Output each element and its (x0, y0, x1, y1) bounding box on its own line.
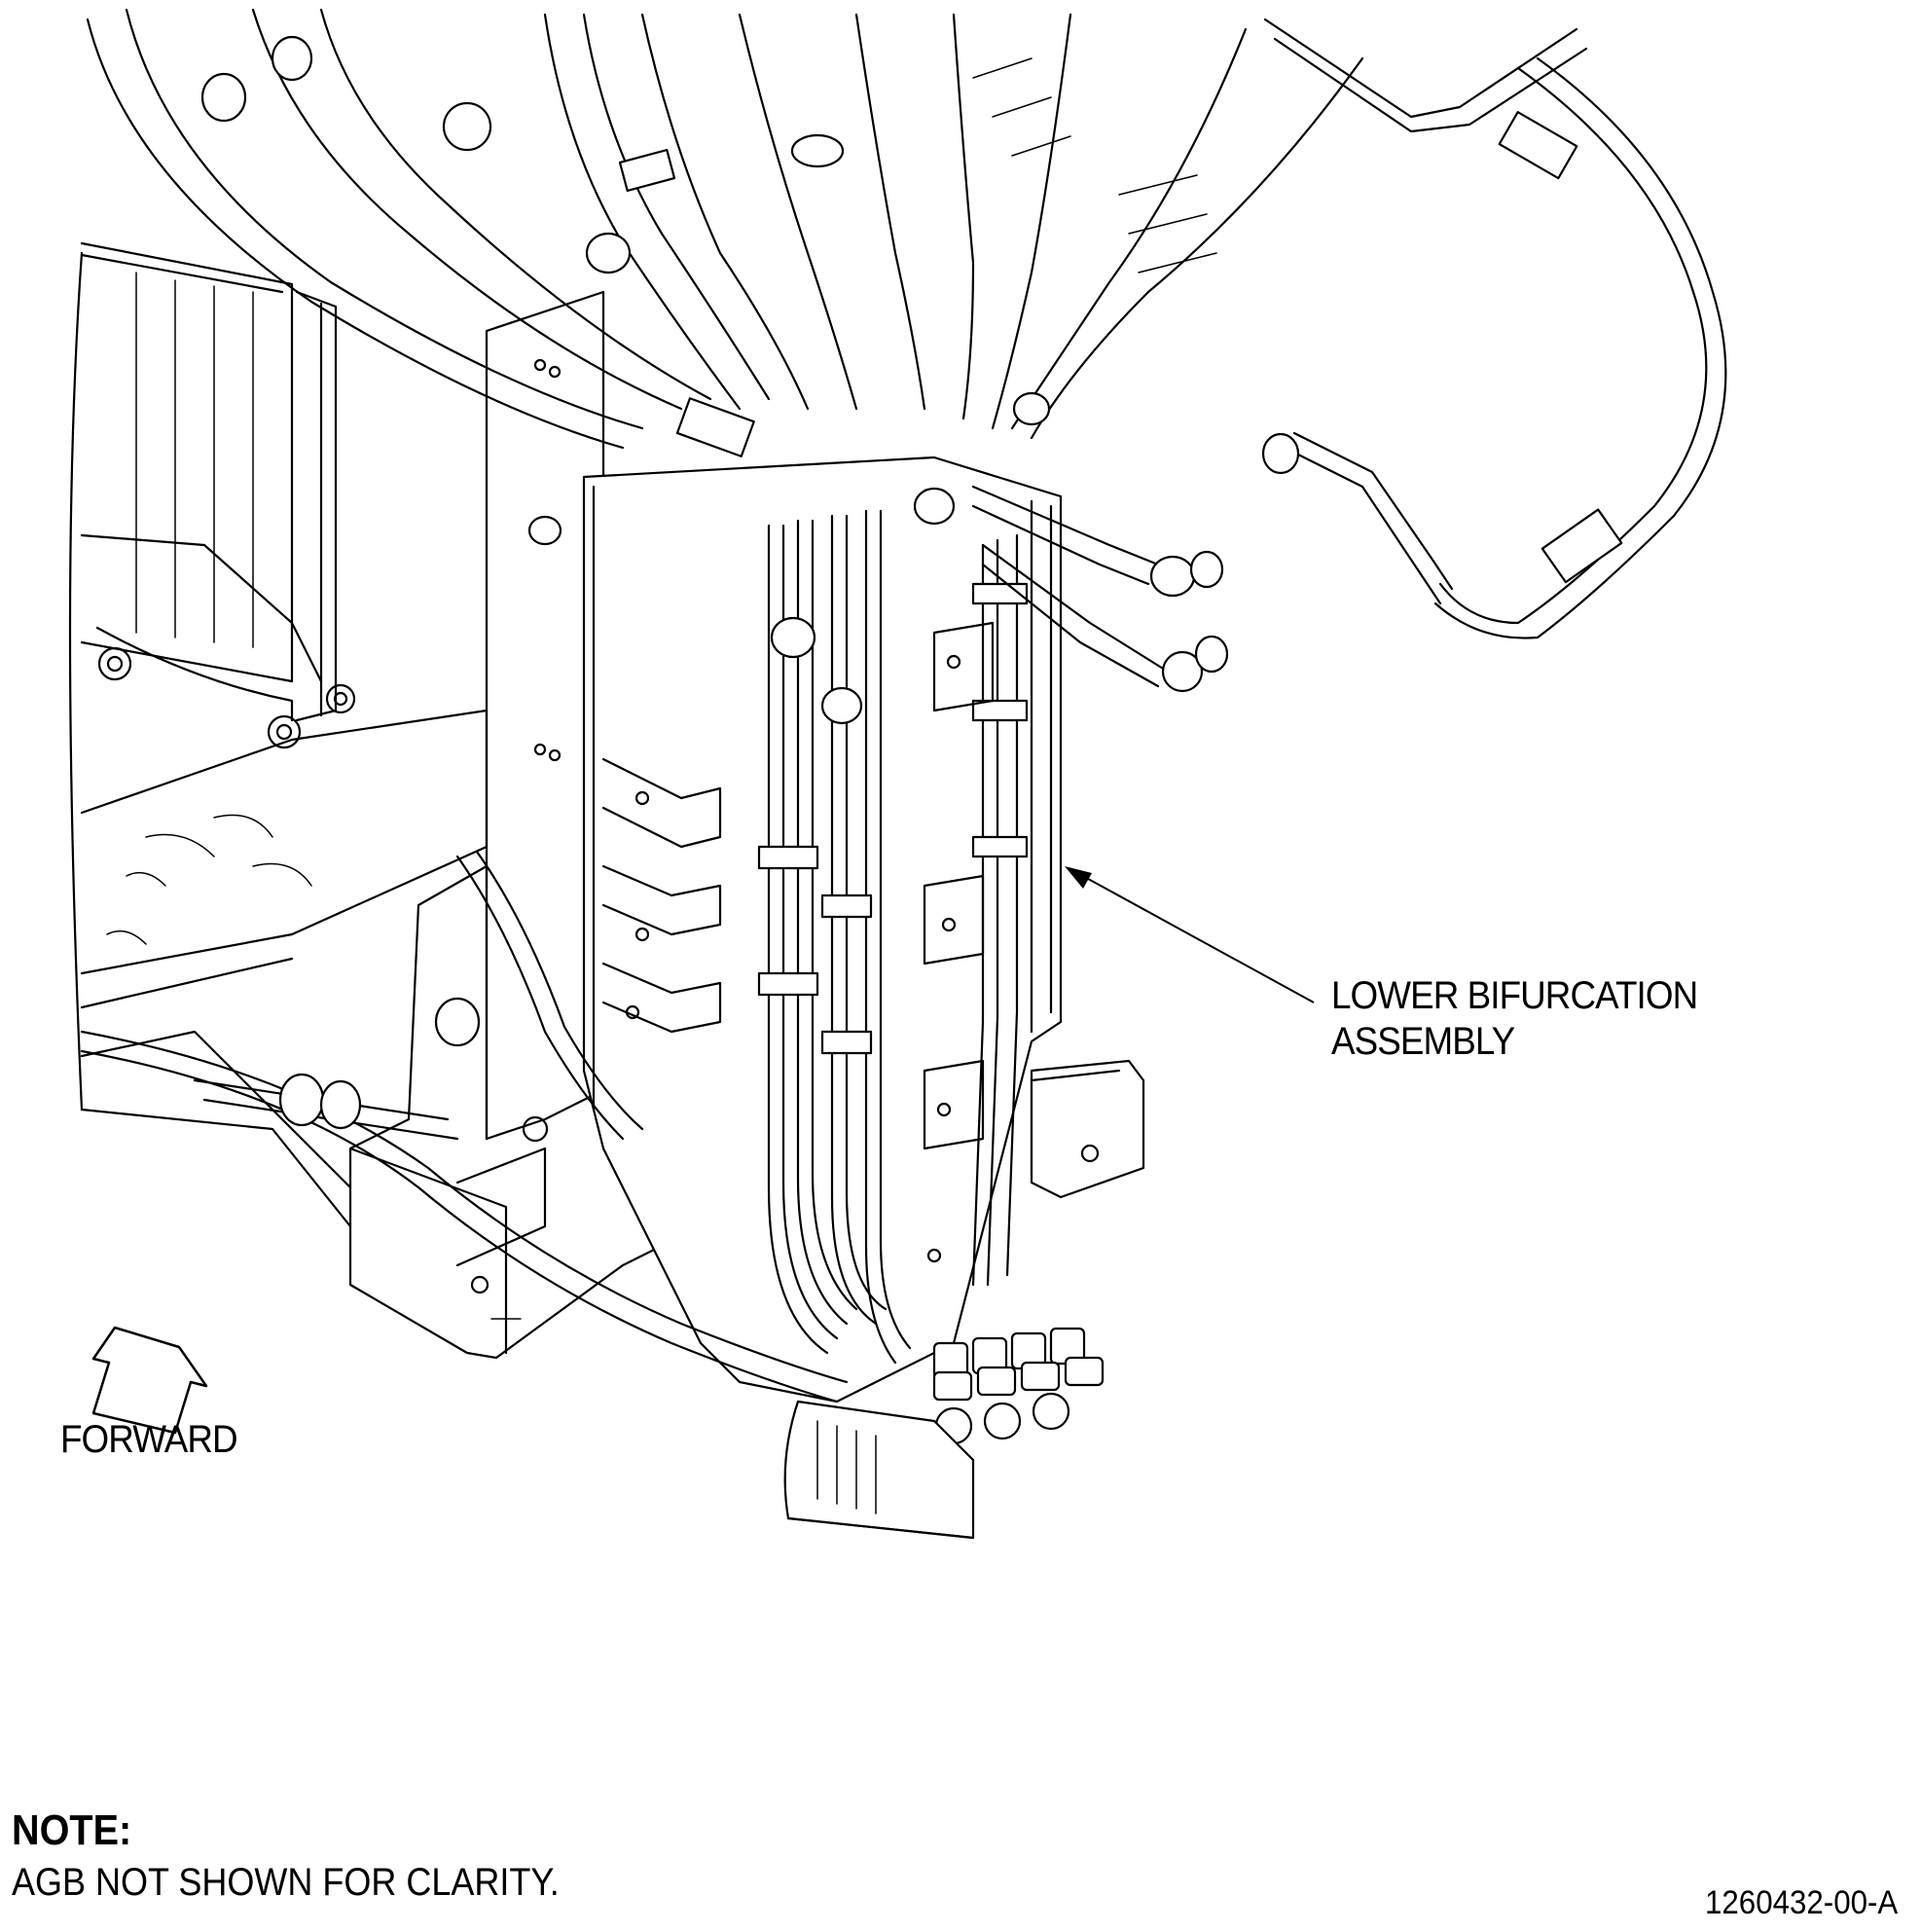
lower-harness-bundle (80, 850, 849, 1403)
figure-id: 1260432-00-A (1705, 1884, 1899, 1921)
bottom-connectors (783, 1327, 1105, 1540)
forward-arrow-icon (91, 1326, 208, 1435)
lower-bifurcation-callout: LOWER BIFURCATION ASSEMBLY (1331, 973, 1698, 1065)
note-text: AGB NOT SHOWN FOR CLARITY. (12, 1861, 560, 1904)
note-title: NOTE: (12, 1806, 132, 1854)
lower-bifurcation-leader-line (1069, 868, 1315, 1003)
lower-bifurcation-assembly (582, 456, 1145, 1403)
upper-harnesses (86, 8, 1727, 725)
leader-arrowhead (1065, 866, 1092, 889)
forward-label: FORWARD (60, 1418, 238, 1461)
callout-line-2: ASSEMBLY (1331, 1020, 1515, 1063)
callout-line-1: LOWER BIFURCATION (1331, 974, 1698, 1017)
